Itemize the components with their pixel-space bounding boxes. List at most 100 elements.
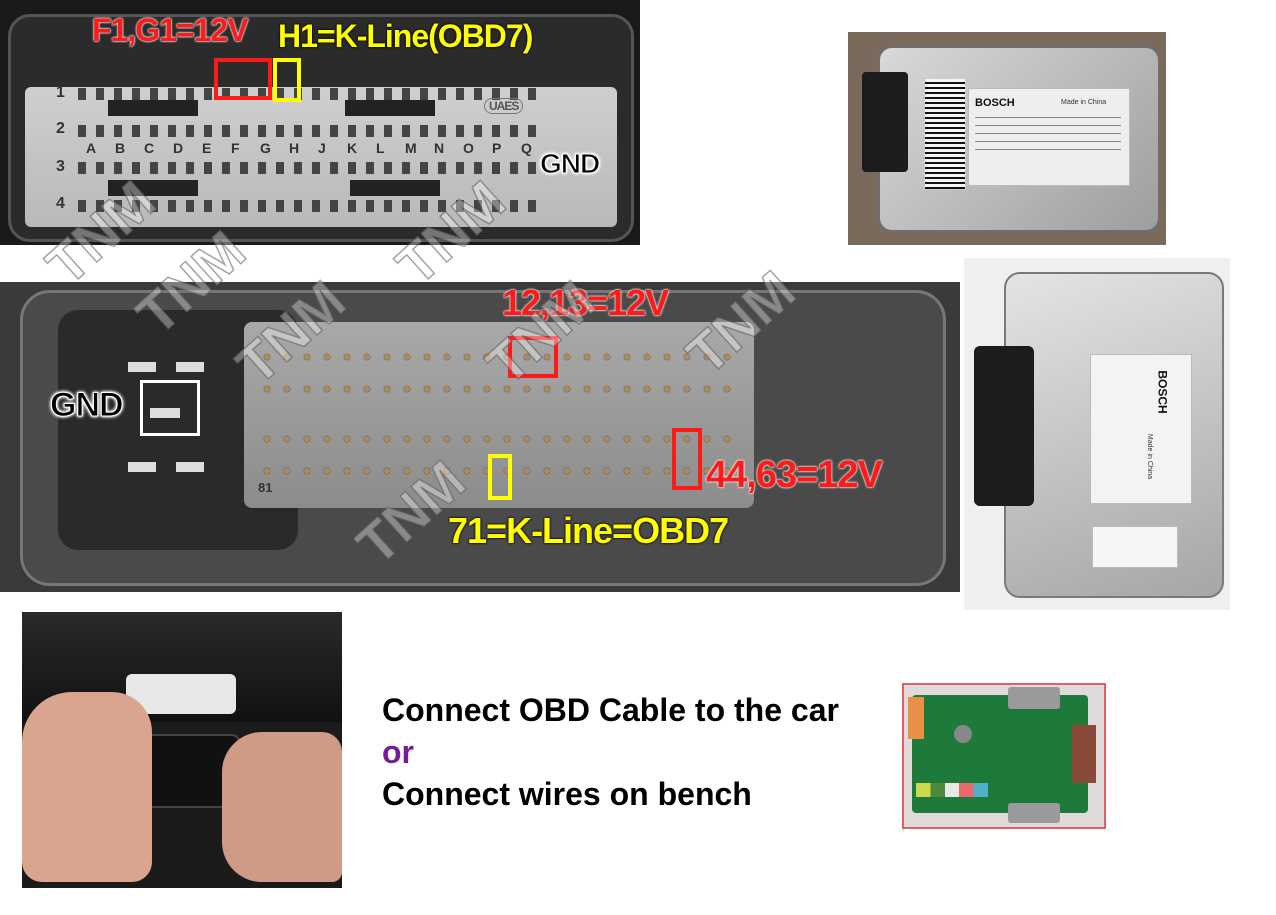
connector-pin xyxy=(384,468,390,474)
instruction-line-1: Connect OBD Cable to the car xyxy=(382,692,839,728)
top-busbar-left xyxy=(108,100,198,116)
connector-pin xyxy=(150,125,158,137)
connector-pin xyxy=(264,386,270,392)
ecu-connector-2 xyxy=(974,346,1034,506)
connector-pin xyxy=(664,468,670,474)
connector-pin xyxy=(504,468,510,474)
connector-pin xyxy=(96,125,104,137)
connector-pin xyxy=(724,386,730,392)
connector-pin xyxy=(404,354,410,360)
connector-pin xyxy=(186,88,194,100)
connector-pin xyxy=(330,125,338,137)
connector-pin xyxy=(492,88,500,100)
connector-pin xyxy=(604,386,610,392)
hand-right xyxy=(222,732,342,882)
wire-terminals xyxy=(916,783,988,797)
connector-pin xyxy=(438,200,446,212)
connector-pin xyxy=(510,200,518,212)
power-pins-highlight-box xyxy=(214,58,272,100)
connector-pin xyxy=(344,468,350,474)
large-pin xyxy=(176,362,204,372)
ecu-brand-2: BOSCH xyxy=(1155,370,1170,414)
hand-left xyxy=(22,692,152,882)
ecu-sticker-text-1 xyxy=(975,117,1121,157)
connector-pin xyxy=(420,162,428,174)
column-letter: G xyxy=(260,140,271,156)
connector-pin xyxy=(474,88,482,100)
connector-pin xyxy=(304,354,310,360)
connector-pin xyxy=(524,354,530,360)
connector-pin xyxy=(132,88,140,100)
connector-pin xyxy=(132,125,140,137)
connector-pin xyxy=(704,436,710,442)
connector-pin xyxy=(584,354,590,360)
connector-pin xyxy=(504,386,510,392)
column-letter: O xyxy=(463,140,474,156)
connector-pin xyxy=(464,386,470,392)
connector-pin xyxy=(204,162,212,174)
bottom-busbar-mid xyxy=(350,180,440,196)
connector-pin xyxy=(258,88,266,100)
row-number-2: 2 xyxy=(56,120,65,137)
ecu-label-sticker-2: BOSCH Made in China xyxy=(1090,354,1192,504)
connector-pin xyxy=(204,88,212,100)
connector-pin xyxy=(604,354,610,360)
ecu-photo-right: BOSCH Made in China xyxy=(964,258,1230,610)
connector-pin xyxy=(524,386,530,392)
connector-pin xyxy=(604,436,610,442)
connector-pin xyxy=(324,468,330,474)
connector-pin xyxy=(402,162,410,174)
connector-pin xyxy=(150,162,158,174)
kline-pin-highlight-box xyxy=(273,58,301,102)
connector-pin xyxy=(564,468,570,474)
connector-pin xyxy=(366,200,374,212)
connector-pin xyxy=(384,162,392,174)
connector-pin xyxy=(344,354,350,360)
connector-pin xyxy=(402,200,410,212)
connector-pin xyxy=(330,162,338,174)
connector-pin xyxy=(348,125,356,137)
connector-pin xyxy=(456,88,464,100)
adapter-board-photo xyxy=(902,683,1106,829)
connector-pin xyxy=(348,162,356,174)
connector-pin xyxy=(528,200,536,212)
connector-pin xyxy=(474,125,482,137)
connector-pin xyxy=(384,88,392,100)
connector-pin xyxy=(304,386,310,392)
column-letter: M xyxy=(405,140,417,156)
connector-pin xyxy=(264,436,270,442)
connector-pin xyxy=(456,162,464,174)
column-letter: L xyxy=(376,140,385,156)
connector-pin xyxy=(684,354,690,360)
gnd-highlight-box xyxy=(140,380,200,436)
connector-pin xyxy=(456,125,464,137)
connector-pin xyxy=(258,125,266,137)
connector-pin xyxy=(294,200,302,212)
connector-pin xyxy=(564,354,570,360)
connector-pin xyxy=(464,468,470,474)
connector-pin xyxy=(96,162,104,174)
connector-pin xyxy=(304,468,310,474)
connector-pin xyxy=(324,386,330,392)
connector-pin xyxy=(348,200,356,212)
connector-pin xyxy=(544,468,550,474)
label-71-kline: 71=K-Line=OBD7 xyxy=(448,510,729,551)
connector-pin xyxy=(644,468,650,474)
connector-pin xyxy=(564,436,570,442)
column-letter: C xyxy=(144,140,154,156)
label-12-13-12v: 12,13=12V xyxy=(502,282,669,323)
connector-pin xyxy=(624,386,630,392)
large-pin xyxy=(128,362,156,372)
connector-pin xyxy=(438,162,446,174)
capacitor xyxy=(954,725,972,743)
uaes-brand-mark: UAES xyxy=(484,98,524,114)
connector-pin xyxy=(684,468,690,474)
main-connector-pinfield xyxy=(244,322,754,508)
connector-pin xyxy=(724,468,730,474)
connector-pin xyxy=(424,436,430,442)
connector-pin xyxy=(528,125,536,137)
row-number-4: 4 xyxy=(56,195,65,212)
connector-pin xyxy=(420,88,428,100)
connector-pin xyxy=(420,125,428,137)
connector-pin xyxy=(304,436,310,442)
